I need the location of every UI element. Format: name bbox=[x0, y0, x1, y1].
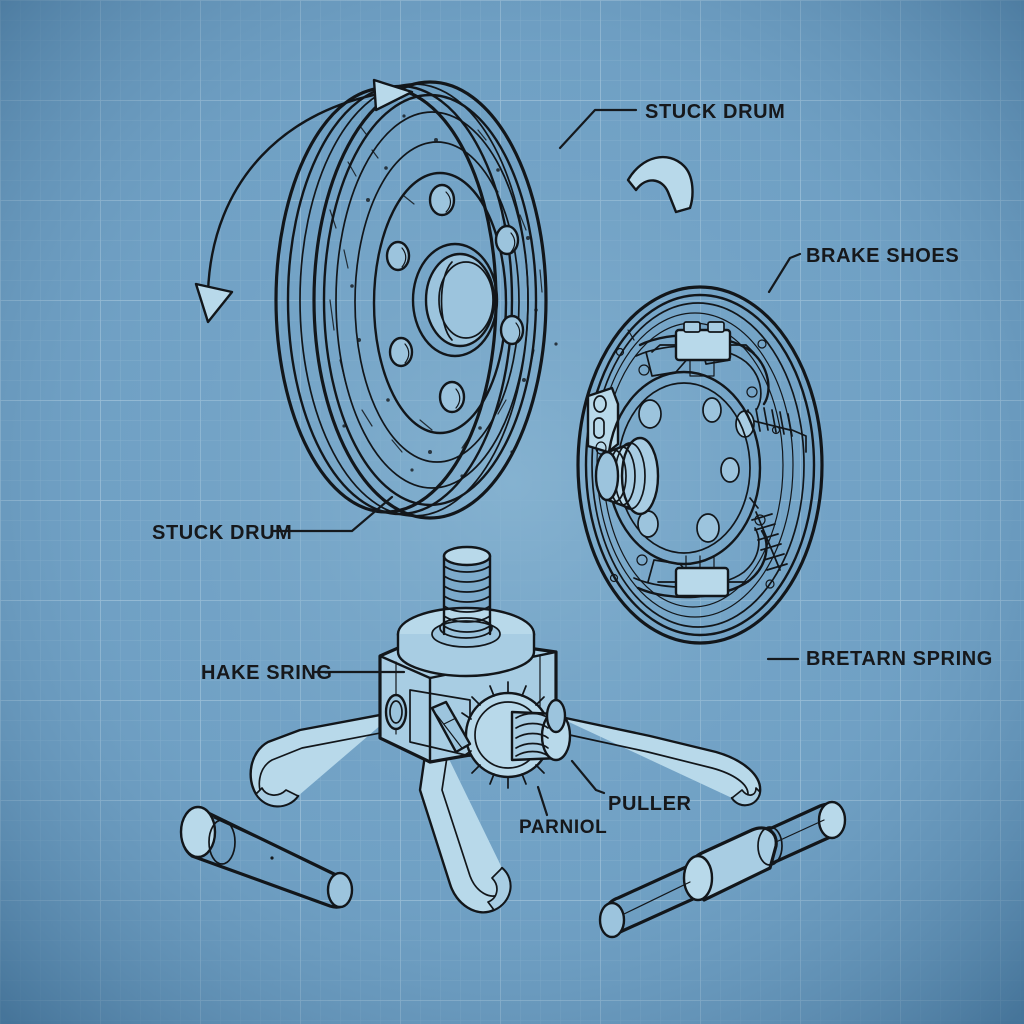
label-brake-spring-left: HAKE SRING bbox=[201, 662, 333, 684]
part-handle-bar-left[interactable] bbox=[179, 805, 354, 909]
label-stuck-drum-left: STUCK DRUM bbox=[152, 522, 292, 544]
leader-stuck-drum-top bbox=[558, 108, 638, 150]
label-puller: PULLER bbox=[608, 793, 692, 815]
label-pawl: PARNIOL bbox=[519, 817, 607, 838]
adjuster-block bbox=[657, 555, 749, 598]
puller-arm-right bbox=[554, 714, 762, 807]
wheel-cylinder bbox=[651, 321, 755, 377]
leader-puller bbox=[570, 759, 606, 795]
leader-pawl bbox=[536, 785, 549, 817]
part-drum-puller[interactable] bbox=[249, 545, 762, 914]
axle-spindle bbox=[594, 436, 660, 516]
puller-socket-right bbox=[545, 698, 567, 734]
retainer-clip bbox=[626, 155, 694, 214]
leader-stuck-drum-left bbox=[270, 495, 394, 533]
puller-arm-center bbox=[418, 718, 512, 914]
puller-socket-left bbox=[384, 693, 408, 731]
leader-brake-shoes bbox=[767, 252, 802, 294]
puller-screw bbox=[396, 545, 536, 678]
part-slide-hammer[interactable] bbox=[598, 800, 847, 939]
pawl-lever bbox=[430, 700, 472, 754]
label-return-spring: BRETARN SPRING bbox=[806, 648, 993, 670]
drum-rotation-arrow bbox=[194, 78, 414, 324]
anchor-bracket bbox=[586, 386, 620, 455]
label-stuck-drum-top: STUCK DRUM bbox=[645, 101, 785, 123]
label-brake-shoes: BRAKE SHOES bbox=[806, 245, 959, 267]
part-backing-plate[interactable] bbox=[576, 285, 824, 645]
puller-arm-left bbox=[249, 710, 398, 808]
